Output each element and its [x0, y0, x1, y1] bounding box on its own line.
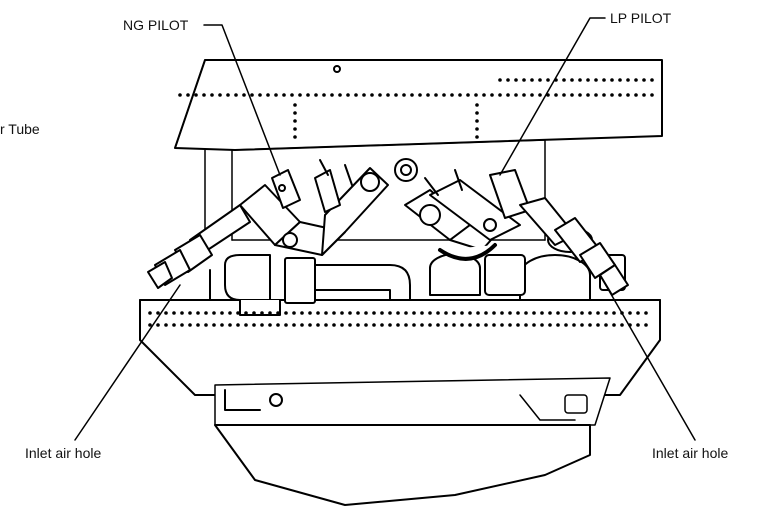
callout-leaders — [74, 17, 696, 441]
lp-pilot-label: LP PILOT — [610, 10, 672, 26]
left-piping — [209, 254, 411, 316]
ng-pilot-leader — [203, 24, 281, 176]
inlet-right-leader — [599, 274, 696, 441]
left-inlet-fitting — [147, 204, 251, 289]
tube-label-partial: r Tube — [0, 121, 40, 137]
inlet-left-leader — [74, 284, 181, 441]
bottom-bowl — [214, 377, 611, 506]
lp-pilot-bracket — [404, 169, 576, 261]
right-inlet-fitting — [554, 217, 629, 296]
inlet-air-hole-right-label: Inlet air hole — [652, 445, 729, 461]
hood-perforations — [178, 78, 654, 139]
lp-pilot-leader — [499, 17, 606, 176]
ng-pilot-label: NG PILOT — [123, 17, 189, 33]
tray-perforations — [148, 311, 648, 327]
inlet-air-hole-left-label: Inlet air hole — [25, 445, 102, 461]
ng-pilot-bracket — [239, 158, 418, 256]
